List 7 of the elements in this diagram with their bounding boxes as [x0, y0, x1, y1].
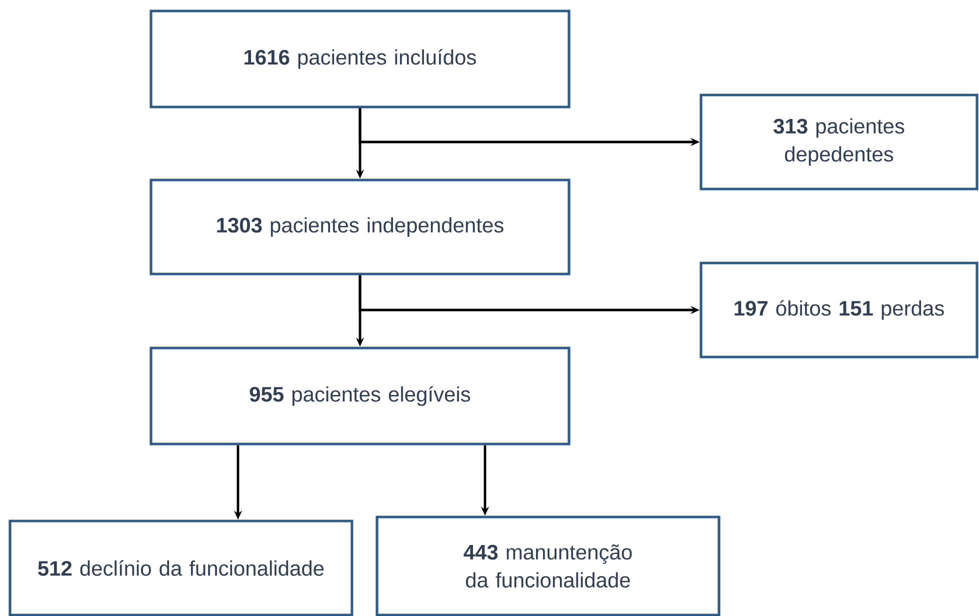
process-box: 512 declínio da funcionalidade [8, 520, 354, 616]
process-box: 197 óbitos 151 perdas [700, 262, 978, 358]
process-box: 955 pacientes elegíveis [150, 346, 570, 446]
process-box: 1616 pacientes incluídos [150, 10, 570, 108]
process-box: 1303 pacientes independentes [150, 178, 570, 276]
process-box: 313 pacientes depedentes [700, 94, 978, 190]
process-box: 443 manuntenção da funcionalidade [376, 516, 720, 616]
